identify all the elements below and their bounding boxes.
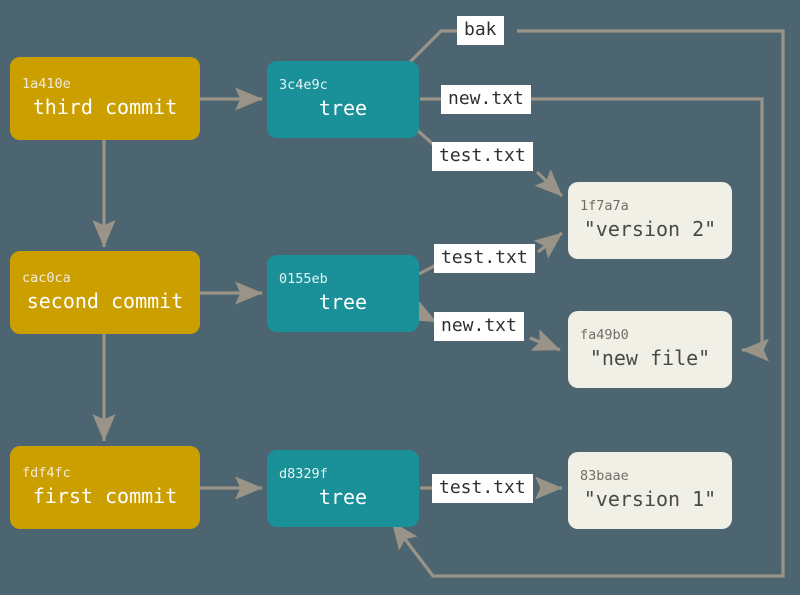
blob-node-fa49b0[interactable]: fa49b0 "new file" bbox=[568, 311, 732, 388]
commit-node-third[interactable]: 1a410e third commit bbox=[10, 57, 200, 140]
commit-node-first[interactable]: fdf4fc first commit bbox=[10, 446, 200, 529]
commit-message: first commit bbox=[32, 484, 178, 509]
commit-sha: 1a410e bbox=[22, 75, 71, 92]
edge-testtxt-mid-to-blob-v2 bbox=[533, 231, 563, 259]
edge-tree3-to-bak-label bbox=[407, 29, 459, 65]
blob-sha: 1f7a7a bbox=[580, 197, 629, 214]
tree-label: tree bbox=[318, 485, 368, 510]
tree-label: tree bbox=[318, 96, 368, 121]
commit-message: third commit bbox=[32, 95, 178, 120]
blob-node-1f7a7a[interactable]: 1f7a7a "version 2" bbox=[568, 182, 732, 259]
tree-sha: 0155eb bbox=[279, 270, 328, 287]
commit-sha: fdf4fc bbox=[22, 464, 71, 481]
tree-node-3c4e9c[interactable]: 3c4e9c tree bbox=[267, 61, 419, 138]
tree-node-d8329f[interactable]: d8329f tree bbox=[267, 450, 419, 527]
tree-node-0155eb[interactable]: 0155eb tree bbox=[267, 255, 419, 332]
edge-label-test-txt-top: test.txt bbox=[432, 142, 533, 171]
tree-sha: d8329f bbox=[279, 465, 328, 482]
edge-label-test-txt-mid: test.txt bbox=[434, 244, 535, 273]
edge-newtxt-mid-to-blob-newfile bbox=[529, 329, 561, 352]
tree-sha: 3c4e9c bbox=[279, 76, 328, 93]
edge-label-new-txt-top: new.txt bbox=[441, 85, 531, 114]
commit-sha: cac0ca bbox=[22, 269, 71, 286]
edge-label-new-txt-mid: new.txt bbox=[434, 312, 524, 341]
blob-content: "version 2" bbox=[583, 217, 717, 242]
commit-node-second[interactable]: cac0ca second commit bbox=[10, 251, 200, 334]
edge-testtxt-to-blob-v2 bbox=[534, 169, 564, 198]
edge-label-test-txt-bottom: test.txt bbox=[432, 474, 533, 503]
blob-content: "new file" bbox=[589, 346, 711, 371]
blob-sha: 83baae bbox=[580, 467, 629, 484]
blob-node-83baae[interactable]: 83baae "version 1" bbox=[568, 452, 732, 529]
edge-label-bak: bak bbox=[457, 16, 504, 45]
blob-content: "version 1" bbox=[583, 487, 717, 512]
commit-message: second commit bbox=[26, 289, 184, 314]
blob-sha: fa49b0 bbox=[580, 326, 629, 343]
tree-label: tree bbox=[318, 290, 368, 315]
